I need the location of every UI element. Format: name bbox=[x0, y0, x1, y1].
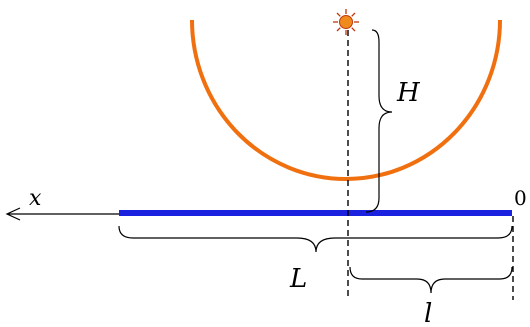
height-brace bbox=[365, 29, 393, 213]
sun-icon bbox=[333, 9, 359, 35]
blue-rod bbox=[119, 210, 512, 216]
orange-semicircle-arc bbox=[190, 19, 502, 181]
x-axis-arrowhead bbox=[5, 207, 21, 221]
length-total-label: L bbox=[289, 264, 307, 294]
length-part-brace bbox=[349, 266, 513, 294]
length-total-brace bbox=[118, 225, 513, 253]
length-part-label: l bbox=[424, 299, 432, 327]
height-label: H bbox=[396, 78, 421, 108]
axis-x-label: x bbox=[29, 186, 42, 211]
origin-label: 0 bbox=[514, 186, 527, 210]
